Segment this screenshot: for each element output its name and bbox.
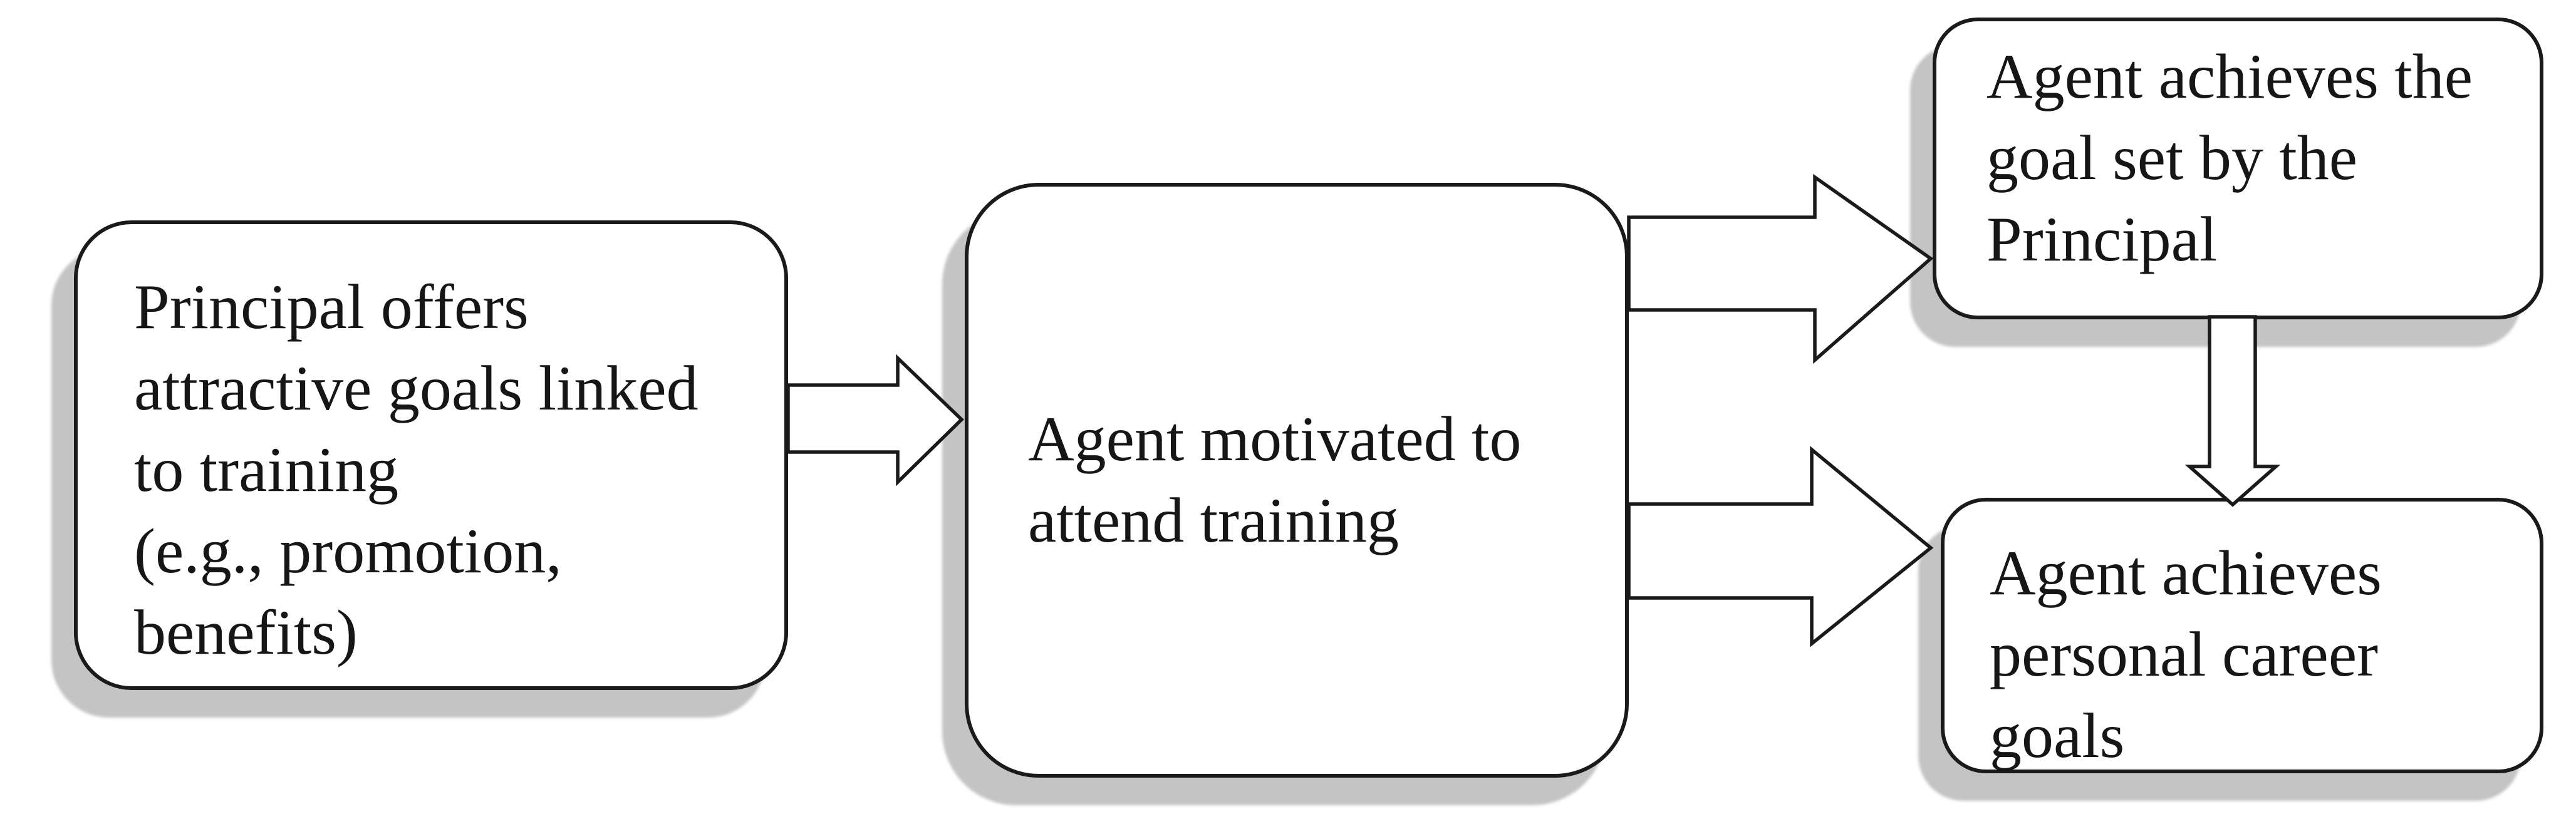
- node-text-line: attractive goals linked: [134, 353, 699, 424]
- node-text-line: (e.g., promotion,: [134, 516, 562, 587]
- arrow-offer-to-motivated-icon: [786, 354, 964, 487]
- node-text-line: Principal offers: [134, 272, 529, 342]
- node-text-line: personal career: [1990, 619, 2379, 690]
- node-agent-achieves-principal-goal: Agent achieves the goal set by the Princ…: [1933, 18, 2543, 319]
- arrow-motivated-to-personal-goals-icon: [1627, 446, 1934, 647]
- arrow-principal-goal-to-personal-goals-icon: [2184, 315, 2281, 507]
- node-text-line: Agent motivated to: [1028, 404, 1522, 475]
- node-agent-achieves-personal-goals: Agent achieves personal career goals: [1941, 498, 2543, 773]
- arrow-motivated-to-principal-goal-icon: [1627, 173, 1934, 364]
- node-text-line: attend training: [1028, 485, 1399, 556]
- node-text-line: to training: [134, 435, 399, 505]
- node-principal-offers-goals: Principal offers attractive goals linked…: [74, 220, 788, 690]
- node-text-line: Agent achieves the: [1987, 41, 2473, 112]
- node-agent-motivated: Agent motivated to attend training: [965, 183, 1629, 778]
- node-text-line: benefits): [134, 597, 358, 668]
- node-text-line: goals: [1990, 701, 2125, 771]
- node-text-line: Agent achieves: [1990, 538, 2382, 609]
- node-text-line: goal set by the: [1987, 123, 2358, 193]
- node-text-line: Principal: [1987, 204, 2218, 275]
